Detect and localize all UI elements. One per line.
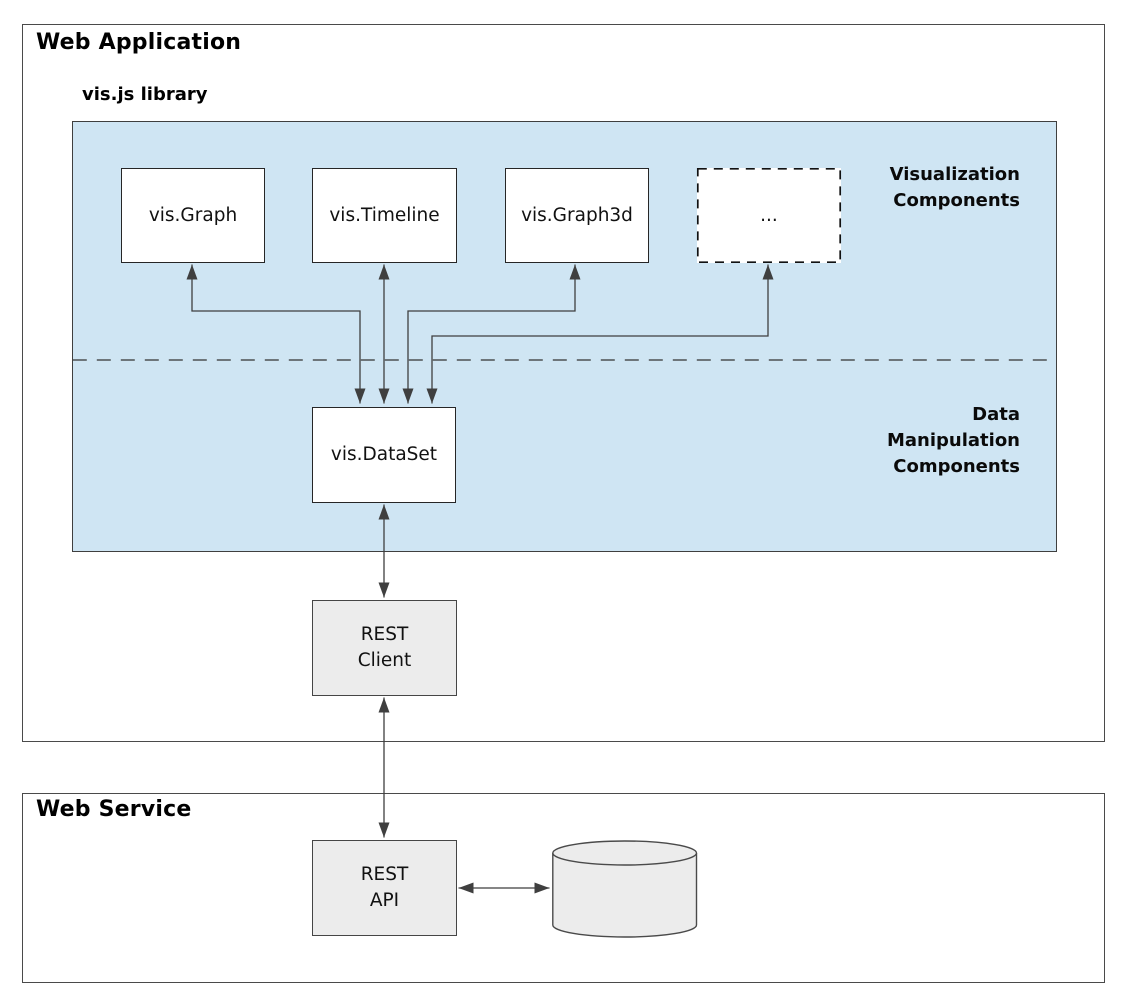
node-rest-api: REST API — [312, 840, 457, 936]
node-vis-timeline: vis.Timeline — [312, 168, 457, 263]
data-store-label: Data — [602, 880, 648, 901]
data-manipulation-components-label: Data Manipulation Components — [886, 404, 1020, 477]
node-vis-graph: vis.Graph — [121, 168, 265, 263]
node-vis-dataset: vis.DataSet — [312, 407, 456, 503]
node-rest-client: REST Client — [312, 600, 457, 696]
web-application-title: Web Application — [36, 30, 242, 55]
visjs-library-title: vis.js library — [82, 84, 208, 105]
node-vis-graph3d: vis.Graph3d — [505, 168, 649, 263]
web-service-title: Web Service — [36, 797, 192, 822]
visualization-components-label: Visualization Components — [889, 164, 1020, 211]
